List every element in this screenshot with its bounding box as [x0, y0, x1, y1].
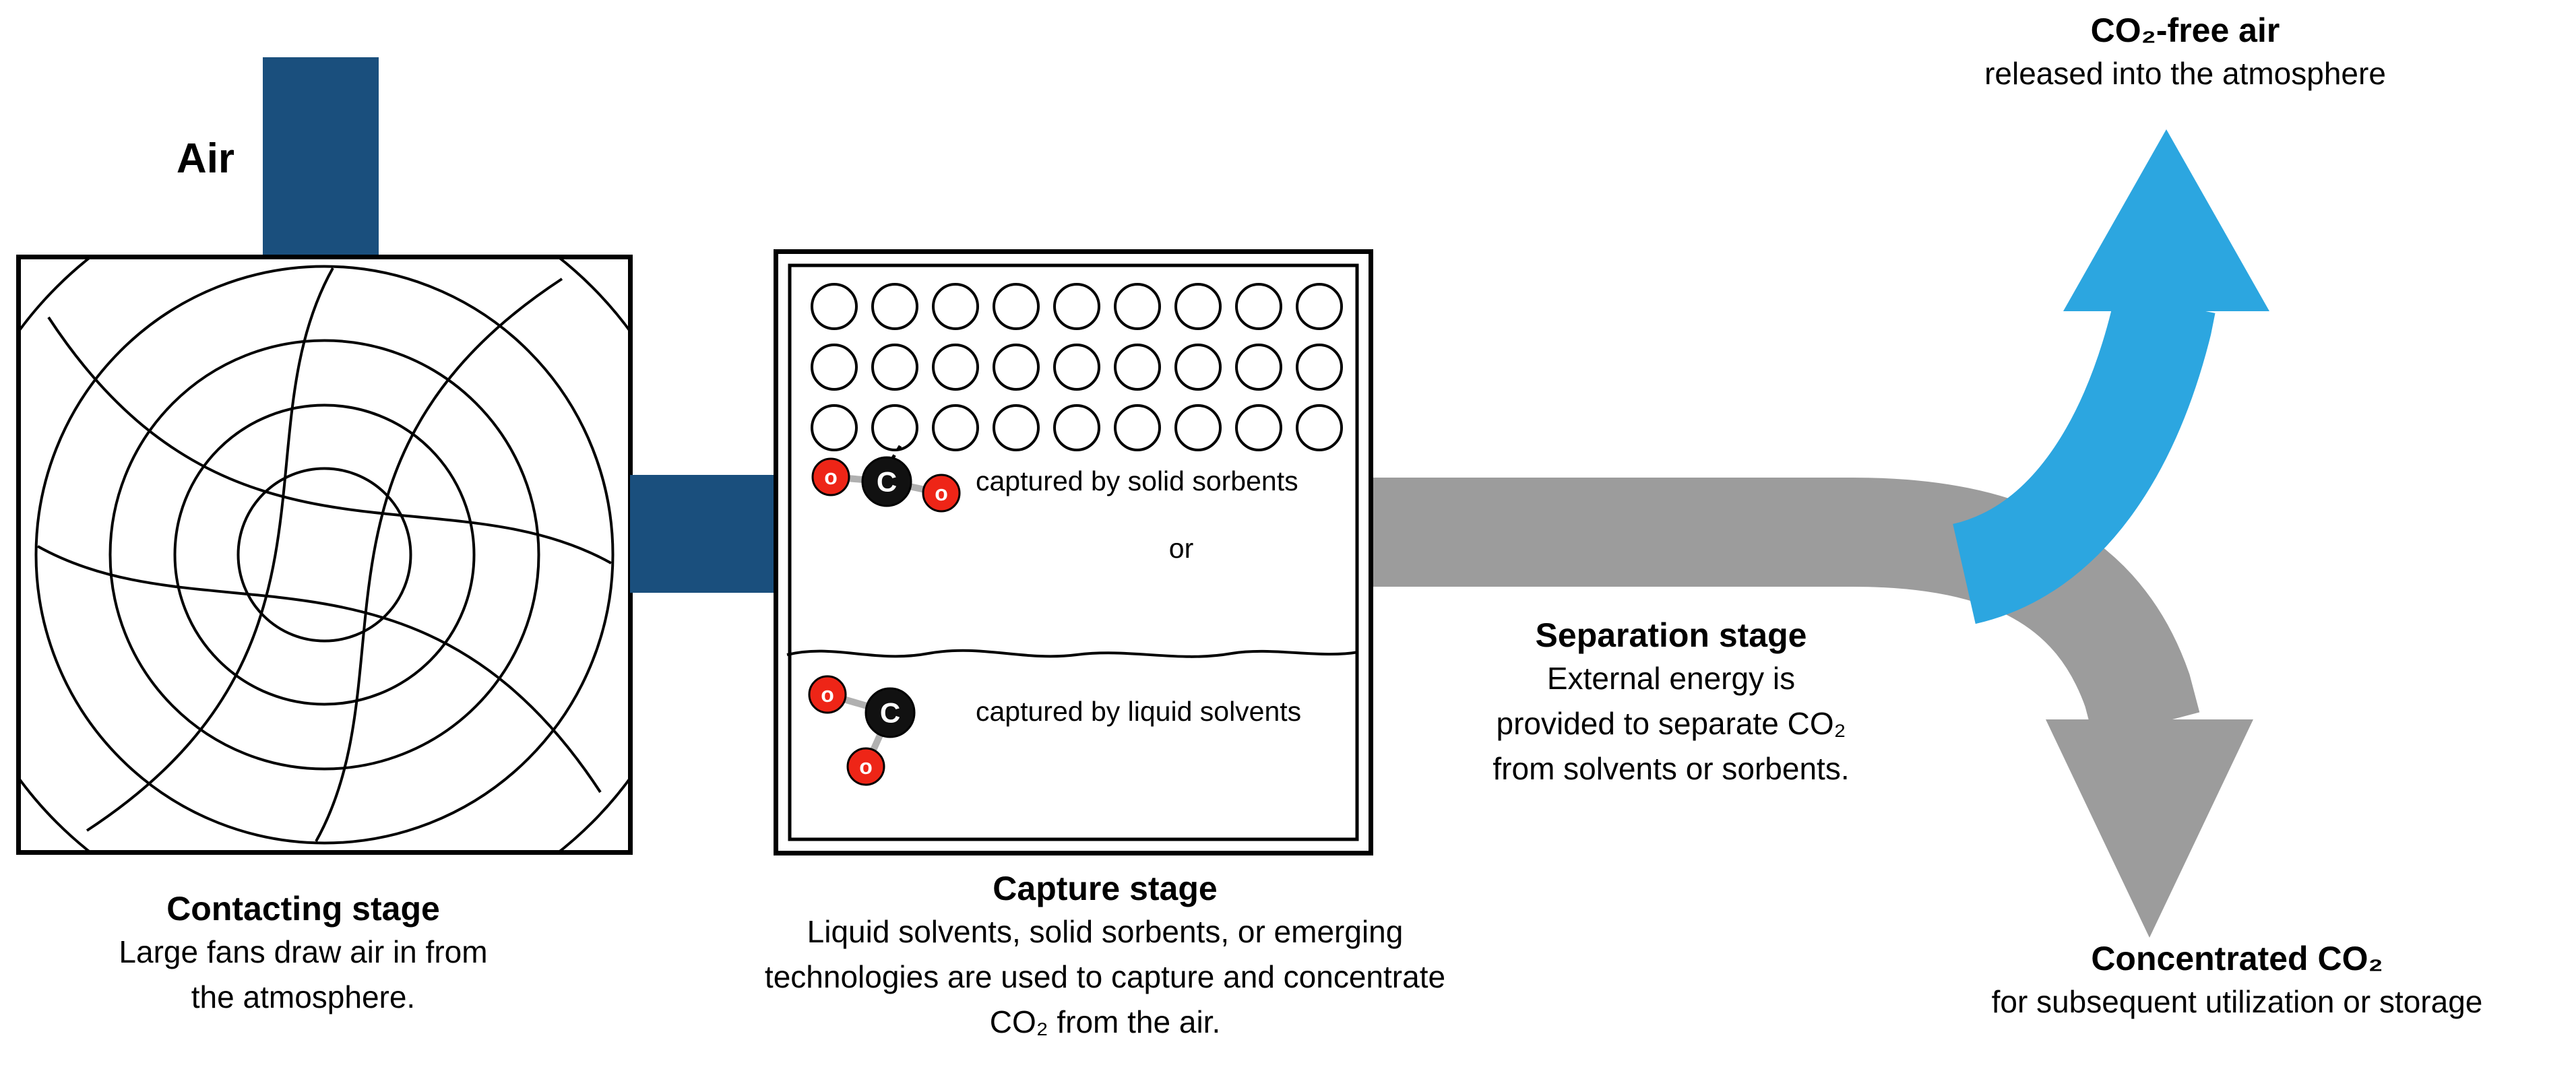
separation-stage-title: Separation stage — [1535, 616, 1807, 654]
co2-free-air-subtitle: released into the atmosphere — [1984, 56, 2386, 91]
capture-box: o o C captured by solid sorbents or o o … — [774, 249, 1373, 855]
concentrated-co2-arrowhead — [2046, 719, 2253, 938]
fan-box-border — [16, 255, 633, 855]
contacting-stage-caption: Contacting stage Large fans draw air in … — [40, 888, 566, 1020]
or-label: or — [1169, 533, 1193, 564]
co2-free-air-title: CO₂-free air — [2090, 11, 2280, 49]
separation-stage-line: provided to separate CO₂ — [1496, 706, 1846, 741]
oxygen-atom — [846, 747, 885, 786]
oxygen-atom — [922, 474, 961, 513]
oxygen-atom-label: o — [859, 754, 873, 779]
liquid-surface-line — [786, 649, 1359, 658]
capture-stage-line: CO₂ from the air. — [989, 1004, 1221, 1039]
separation-stage-line: from solvents or sorbents. — [1493, 751, 1850, 786]
contacting-stage-title: Contacting stage — [166, 890, 440, 928]
solid-sorbent-label: captured by solid sorbents — [976, 465, 1298, 496]
co2-free-air-arrow — [1951, 129, 2269, 624]
carbon-atom — [865, 687, 916, 738]
concentrated-co2-subtitle: for subsequent utilization or storage — [1991, 984, 2483, 1019]
oxygen-atom — [808, 675, 847, 714]
contactor-fan-box — [16, 255, 633, 855]
sorbent-bead-grid — [811, 283, 1343, 451]
sorbent-capture-dotted-bond — [887, 445, 902, 465]
concentrated-co2-title: Concentrated CO₂ — [2091, 940, 2383, 977]
oxygen-atom-label: o — [935, 481, 948, 505]
separation-stage-line: External energy is — [1546, 661, 1796, 696]
air-label: Air — [176, 135, 235, 182]
liquid-solvent-label: captured by liquid solvents — [976, 696, 1301, 727]
separation-stage-caption: Separation stage External energy is prov… — [1439, 614, 1904, 791]
capture-stage-caption: Capture stage Liquid solvents, solid sor… — [654, 868, 1557, 1045]
co2-free-air-caption: CO₂-free air released into the atmospher… — [1882, 9, 2488, 96]
oxygen-atom-label: o — [821, 682, 834, 707]
concentrated-co2-caption: Concentrated CO₂ for subsequent utilizat… — [1914, 938, 2561, 1025]
oxygen-atom-label: o — [824, 465, 838, 489]
capture-stage-line: Liquid solvents, solid sorbents, or emer… — [807, 914, 1404, 949]
co2-molecule-solid: o o C — [811, 456, 961, 513]
air-inlet-duct — [263, 57, 379, 259]
carbon-atom-label: C — [877, 466, 897, 498]
contacting-stage-line: Large fans draw air in from — [119, 934, 488, 969]
capture-stage-title: Capture stage — [993, 870, 1218, 907]
contacting-stage-line: the atmosphere. — [191, 979, 416, 1014]
carbon-atom — [861, 456, 912, 507]
oxygen-atom — [811, 457, 850, 496]
carbon-atom-label: C — [880, 697, 900, 729]
connector-duct — [630, 475, 775, 593]
fan-icon — [16, 255, 633, 855]
co2-molecule-liquid: o o C — [808, 675, 916, 786]
co2-free-air-arrowhead — [2063, 129, 2269, 311]
capture-stage-line: technologies are used to capture and con… — [764, 959, 1446, 994]
